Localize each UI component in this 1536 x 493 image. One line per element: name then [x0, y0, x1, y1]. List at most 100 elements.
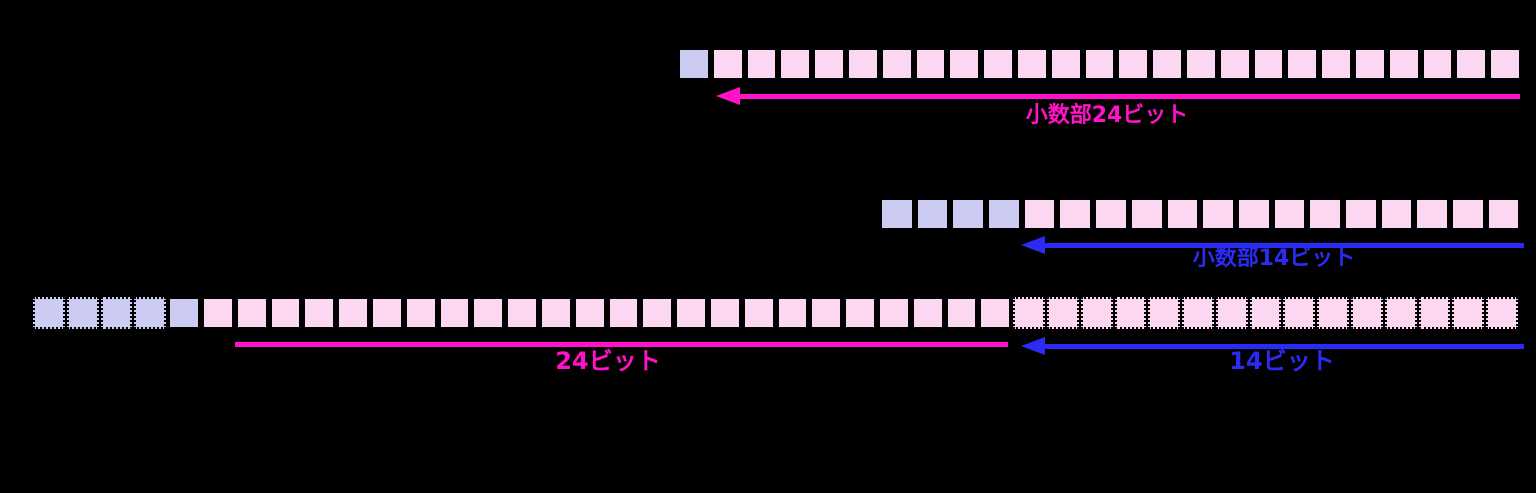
bit-cell-fraction — [1320, 48, 1352, 80]
bit-row-frac24 — [678, 48, 1521, 80]
bit-cell-fraction — [708, 297, 741, 329]
bit-cell-fraction-dotted — [1080, 297, 1113, 329]
bit-cell-fraction — [813, 48, 845, 80]
bit-cell-fraction-dotted — [1114, 297, 1147, 329]
bit-cell-integer-dotted — [134, 297, 167, 329]
bit-cell-integer-dotted — [33, 297, 65, 329]
bit-cell-fraction — [573, 297, 606, 329]
bit-cell-fraction — [641, 297, 674, 329]
bit-row-frac14 — [880, 198, 1521, 230]
bit-cell-fraction — [539, 297, 572, 329]
bit-cell-fraction — [269, 297, 302, 329]
bit-cell-fraction — [1049, 48, 1082, 80]
bit-cell-fraction — [810, 297, 843, 329]
bit-cell-integer — [880, 198, 914, 230]
bit-cell-fraction — [303, 297, 336, 329]
frac24-label: 小数部24ビット — [1025, 103, 1189, 128]
bit-cell-fraction — [1165, 198, 1200, 230]
bit-cell-fraction — [711, 48, 744, 80]
bit-cell-fraction — [201, 297, 234, 329]
frac14-label: 小数部14ビット — [1192, 246, 1356, 271]
bit-cell-fraction — [438, 297, 471, 329]
bit-cell-fraction — [745, 48, 778, 80]
bit-cell-fraction-dotted — [1283, 297, 1316, 329]
bit-cell-fraction — [979, 297, 1012, 329]
bit-cell-fraction — [337, 297, 369, 329]
bit-cell-fraction — [877, 297, 910, 329]
bit-cell-fraction — [1421, 48, 1454, 80]
bit-cell-fraction — [1252, 48, 1285, 80]
bit-cell-fraction — [1455, 48, 1488, 80]
bit-cell-fraction — [779, 48, 812, 80]
bit-cell-fraction — [880, 48, 913, 80]
bit-cell-fraction-dotted — [1013, 297, 1045, 329]
bit-cell-fraction — [1094, 198, 1128, 230]
bit-cell-fraction-dotted — [1351, 297, 1383, 329]
bit-cell-fraction — [1286, 48, 1319, 80]
bits24-line — [235, 342, 1008, 347]
bit-cell-fraction — [1489, 48, 1521, 80]
bit-cell-fraction — [675, 297, 707, 329]
arrow-left-head-icon — [1021, 337, 1045, 355]
bit-cell-fraction-dotted — [1384, 297, 1417, 329]
bit-cell-fraction — [1015, 48, 1048, 80]
bit-cell-fraction — [911, 297, 944, 329]
bit-cell-fraction-dotted — [1249, 297, 1282, 329]
bit-cell-fraction-dotted — [1148, 297, 1181, 329]
bit-cell-fraction-dotted — [1317, 297, 1350, 329]
bits14-label: 14ビット — [1229, 347, 1335, 375]
bit-cell-integer — [987, 198, 1021, 230]
bit-cell-fraction — [1308, 198, 1342, 230]
bit-cell-fraction — [1083, 48, 1116, 80]
arrow-shaft — [1039, 343, 1524, 349]
bit-row-combined — [33, 297, 1519, 329]
bit-cell-fraction-dotted — [1486, 297, 1519, 329]
bit-cell-integer-dotted — [66, 297, 99, 329]
bit-cell-fraction — [607, 297, 640, 329]
bit-cell-fraction — [742, 297, 775, 329]
bit-cell-fraction — [404, 297, 437, 329]
bit-cell-fraction-dotted — [1182, 297, 1214, 329]
bit-cell-fraction — [1218, 48, 1251, 80]
arrow-shaft — [1039, 242, 1524, 248]
bit-cell-fraction — [1353, 48, 1386, 80]
bit-cell-fraction — [1415, 198, 1449, 230]
bit-cell-integer — [951, 198, 986, 230]
bit-cell-fraction — [846, 48, 879, 80]
bit-cell-fraction — [1129, 198, 1164, 230]
arrow-left-head-icon — [1021, 236, 1045, 254]
arrow-left-head-icon — [716, 87, 740, 105]
bit-cell-fraction — [506, 297, 538, 329]
bit-cell-fraction — [914, 48, 947, 80]
bit-cell-fraction-dotted — [1418, 297, 1451, 329]
bits14-left-arrow — [1021, 337, 1524, 355]
bit-cell-fraction — [1022, 198, 1057, 230]
arrow-shaft — [734, 93, 1520, 99]
bit-cell-fraction-dotted — [1215, 297, 1248, 329]
bit-cell-fraction — [1272, 198, 1307, 230]
bits24-label: 24ビット — [555, 347, 661, 375]
bit-cell-fraction — [1343, 198, 1378, 230]
bit-cell-fraction — [1058, 198, 1093, 230]
bit-cell-fraction — [948, 48, 981, 80]
bit-cell-fraction — [235, 297, 268, 329]
bit-cell-fraction — [1151, 48, 1183, 80]
bit-cell-integer — [915, 198, 950, 230]
bit-cell-fraction — [1379, 198, 1414, 230]
bit-cell-fraction — [1236, 198, 1271, 230]
bit-cell-fraction — [1451, 198, 1485, 230]
bit-cell-fraction — [1387, 48, 1420, 80]
bit-cell-fraction — [1201, 198, 1235, 230]
bit-cell-fraction — [1117, 48, 1150, 80]
bit-cell-integer-dotted — [100, 297, 133, 329]
bit-cell-fraction-dotted — [1452, 297, 1485, 329]
frac14-left-arrow — [1021, 236, 1524, 254]
bit-cell-fraction-dotted — [1046, 297, 1079, 329]
bit-cell-fraction — [1184, 48, 1217, 80]
bit-cell-integer — [168, 297, 200, 329]
bit-cell-fraction — [370, 297, 403, 329]
bit-cell-fraction — [776, 297, 809, 329]
bit-cell-fraction — [844, 297, 876, 329]
bit-cell-fraction — [472, 297, 505, 329]
